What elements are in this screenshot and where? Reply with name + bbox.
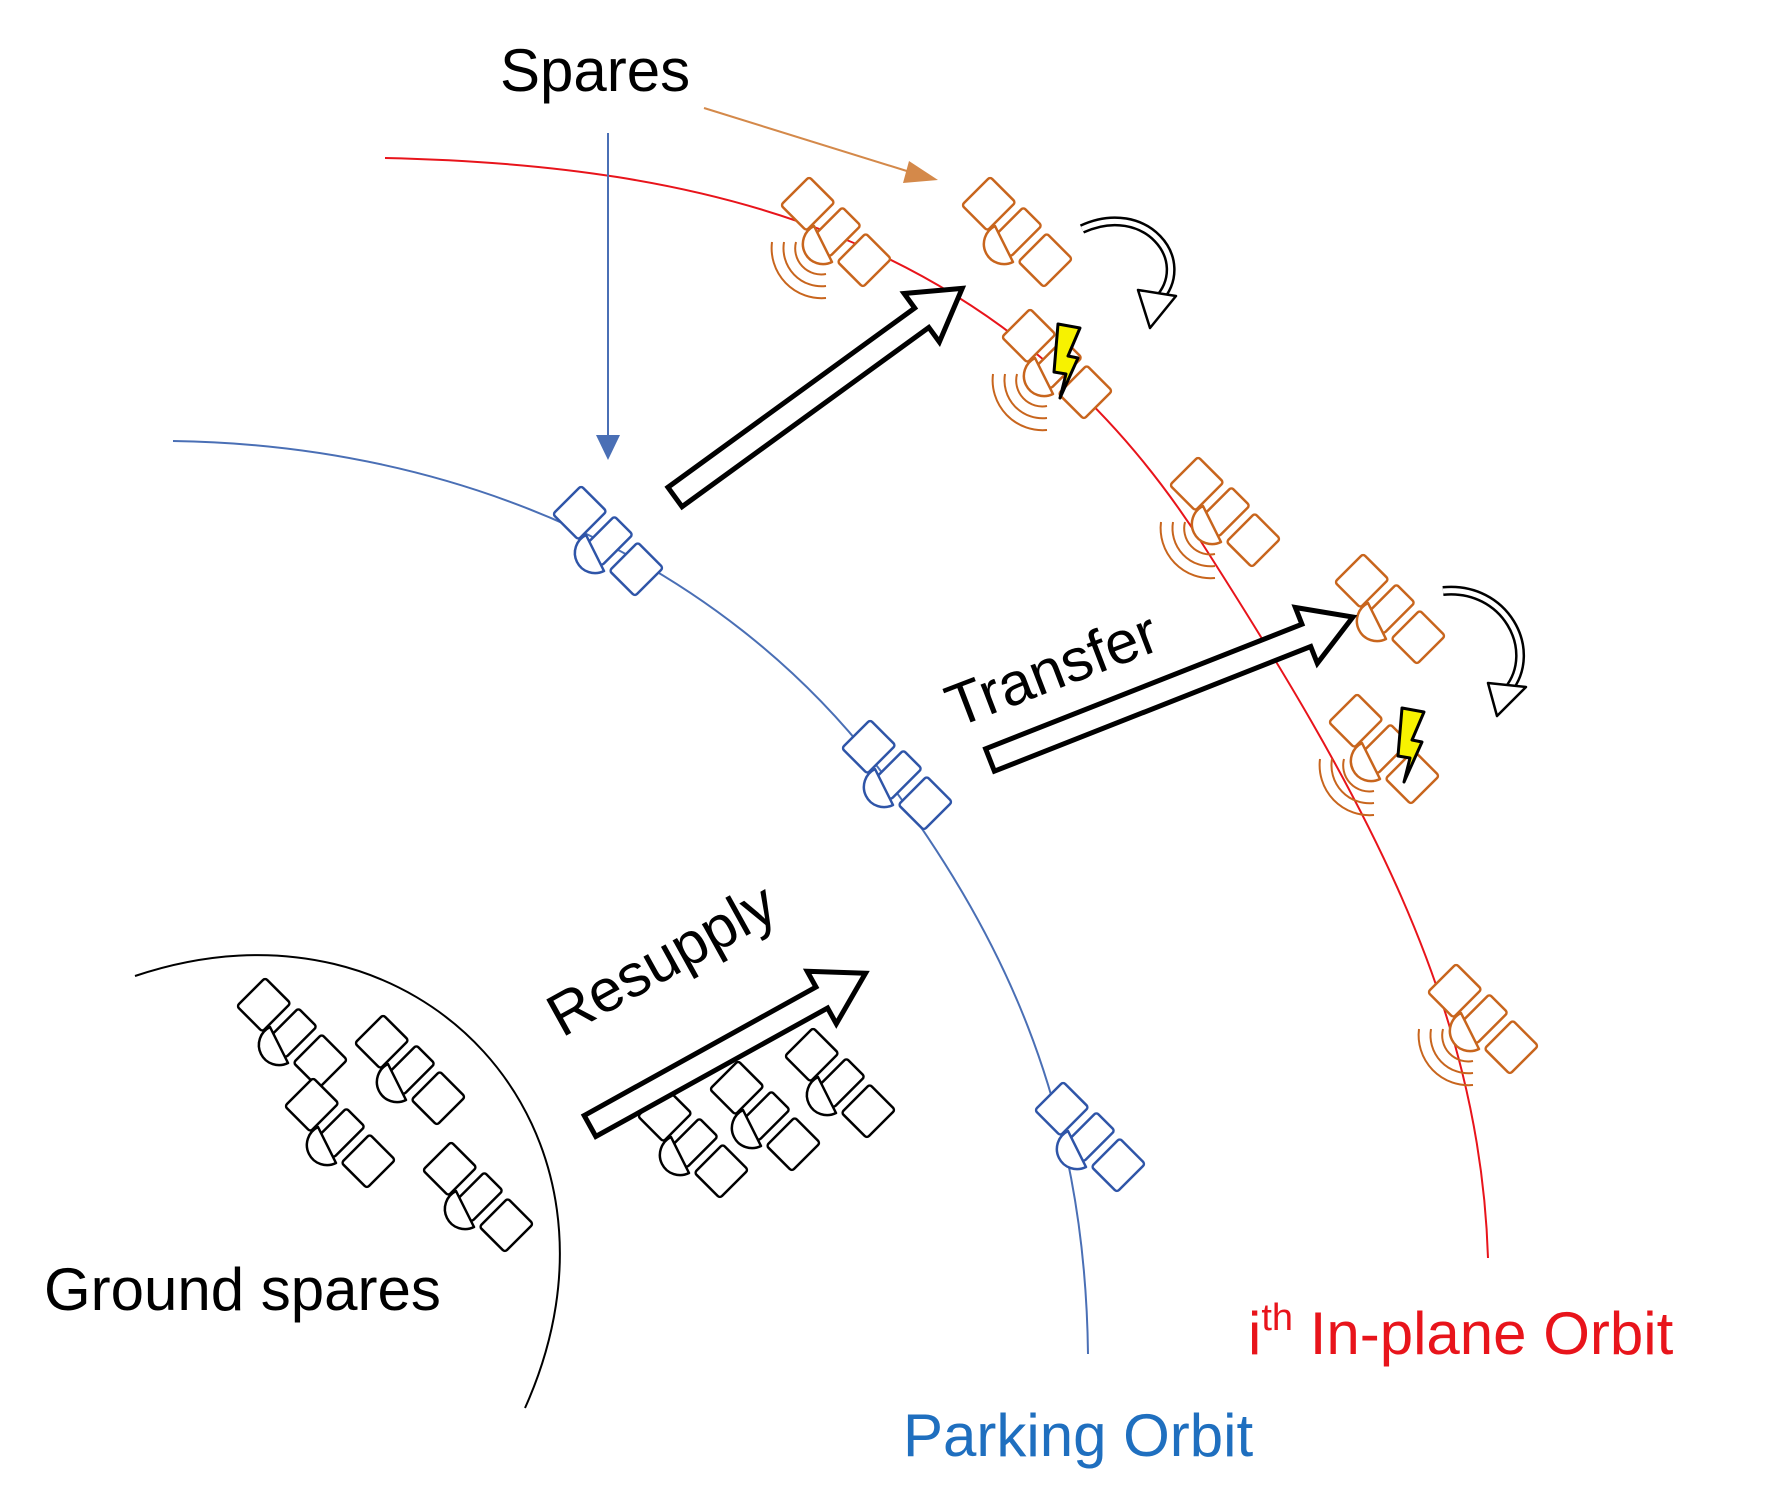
inplane-orbit-name: In-plane Orbit <box>1293 1300 1674 1367</box>
ground-satellite-icon <box>353 1013 467 1127</box>
inplane-orbit-label: ith In-plane Orbit <box>1248 1297 1674 1367</box>
spares-pointer-inplane <box>703 107 938 183</box>
spares-pointer-parking <box>596 133 620 460</box>
ground-satellite-icon <box>783 1026 897 1140</box>
spares-label: Spares <box>500 37 690 104</box>
parking-satellite-icon <box>551 484 665 598</box>
inplane-orbit-index: i <box>1248 1300 1261 1367</box>
inplane-orbit-superscript: th <box>1261 1297 1293 1339</box>
ground-satellite-icon <box>421 1140 535 1254</box>
orbit-satellite-icon <box>1168 455 1282 569</box>
curved-arrow-icon <box>1442 585 1528 718</box>
ground-arc <box>134 954 561 1409</box>
ground-spares-label: Ground spares <box>44 1256 441 1323</box>
orbit-satellite-icon <box>1426 962 1540 1076</box>
orbit-satellite-icon <box>1333 552 1447 666</box>
parking-satellite-icon <box>840 718 954 832</box>
ground-satellite-icon <box>235 976 349 1090</box>
orbit-satellite-icon <box>960 175 1074 289</box>
parking-orbit-label: Parking Orbit <box>903 1402 1253 1469</box>
block-arrow-icon <box>580 968 870 1140</box>
parking-satellite-icon <box>1033 1080 1147 1194</box>
block-arrow-icon <box>982 604 1358 775</box>
block-arrow-icon <box>664 285 967 511</box>
orbit-satellite-icon <box>779 175 893 289</box>
ground-satellite-icon <box>283 1076 397 1190</box>
curved-arrow-icon <box>1079 216 1178 330</box>
